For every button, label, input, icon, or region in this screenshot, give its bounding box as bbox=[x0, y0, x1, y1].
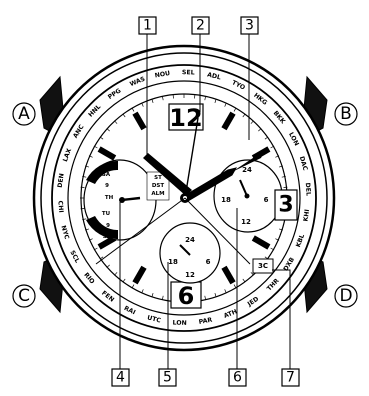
svg-text:3C: 3C bbox=[258, 262, 268, 270]
svg-text:24: 24 bbox=[242, 166, 252, 174]
callout-6: 6 bbox=[229, 369, 246, 386]
callout-3: 3 bbox=[241, 17, 258, 34]
svg-text:24: 24 bbox=[185, 236, 195, 244]
bezel-city-label: CHI bbox=[56, 200, 64, 212]
svg-text:6: 6 bbox=[233, 370, 242, 386]
date-window: 3 bbox=[275, 190, 297, 220]
svg-text:12: 12 bbox=[241, 218, 251, 226]
svg-text:SU: SU bbox=[103, 234, 111, 240]
button-label-b: B bbox=[335, 103, 357, 125]
button-label-a: A bbox=[13, 103, 35, 125]
svg-text:A: A bbox=[18, 104, 30, 124]
svg-text:ALM: ALM bbox=[151, 191, 164, 197]
svg-text:12: 12 bbox=[185, 271, 195, 279]
svg-text:6: 6 bbox=[264, 196, 269, 204]
svg-text:SA: SA bbox=[102, 172, 111, 178]
svg-text:TH: TH bbox=[105, 195, 114, 201]
numeral-6: 6 bbox=[171, 282, 201, 310]
bezel-city-label: DEL bbox=[304, 182, 312, 196]
svg-text:1: 1 bbox=[143, 18, 152, 34]
svg-text:B: B bbox=[340, 104, 352, 124]
svg-text:5: 5 bbox=[163, 370, 172, 386]
svg-text:18: 18 bbox=[221, 196, 231, 204]
temp-window: 3C bbox=[253, 259, 273, 273]
svg-text:3: 3 bbox=[245, 18, 254, 34]
svg-text:DST: DST bbox=[152, 183, 165, 189]
callout-1: 1 bbox=[139, 17, 156, 34]
button-label-d: D bbox=[335, 285, 357, 307]
button-label-c: C bbox=[13, 285, 35, 307]
svg-text:4: 4 bbox=[116, 370, 125, 386]
svg-text:9: 9 bbox=[105, 183, 109, 189]
svg-text:D: D bbox=[339, 286, 352, 306]
bottom-subdial: 24 18 6 12 bbox=[160, 223, 220, 283]
svg-text:ST: ST bbox=[154, 175, 162, 181]
svg-text:18: 18 bbox=[168, 258, 178, 266]
callout-2: 2 bbox=[192, 17, 209, 34]
callout-5: 5 bbox=[159, 369, 176, 386]
callout-4: 4 bbox=[112, 369, 129, 386]
svg-text:C: C bbox=[18, 286, 30, 306]
svg-text:6: 6 bbox=[178, 282, 195, 310]
callout-7: 7 bbox=[282, 369, 299, 386]
svg-text:7: 7 bbox=[286, 370, 295, 386]
bezel-city-label: SEL bbox=[182, 69, 195, 76]
bezel-city-label: LON bbox=[172, 319, 186, 326]
right-subdial: 24 18 6 12 bbox=[214, 160, 282, 232]
svg-text:6: 6 bbox=[206, 258, 211, 266]
svg-text:9: 9 bbox=[106, 223, 110, 229]
svg-text:2: 2 bbox=[196, 18, 205, 34]
svg-text:TU: TU bbox=[102, 211, 110, 217]
svg-text:3: 3 bbox=[278, 193, 293, 218]
